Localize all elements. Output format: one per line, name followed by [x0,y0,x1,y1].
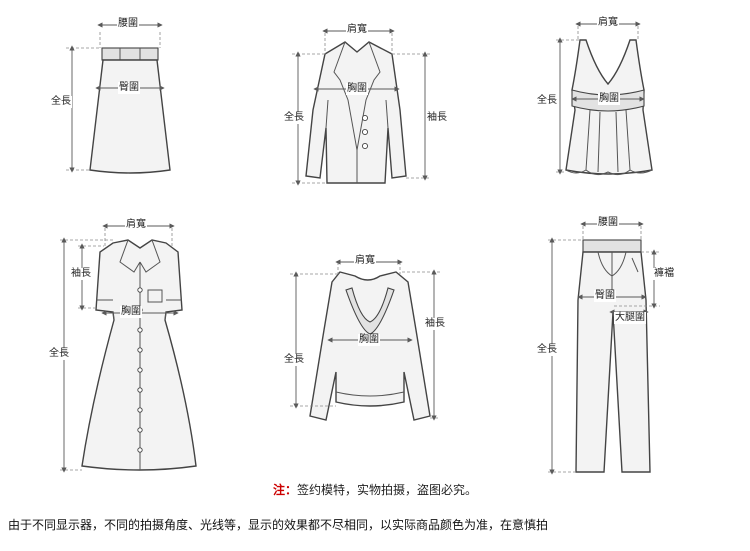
dress-length-label: 全長 [48,348,70,360]
sweater-shoulder-label: 肩寬 [354,255,376,267]
sweater-chest-label: 胸圍 [358,334,380,346]
dress-illustration [60,223,197,473]
camisole-length-label: 全長 [536,95,558,107]
color-disclaimer: 由于不同显示器，不同的拍摄角度、光线等，显示的效果都不尽相同，以实际商品颜色为准… [8,518,549,532]
blazer-shoulder-label: 肩寬 [346,24,368,36]
note-mark: 注： [272,483,297,497]
camisole-chest-label: 胸圍 [598,93,620,105]
skirt-illustration [66,22,171,174]
pants-thigh-label: 大腿圍 [614,312,646,324]
pants-rise-label: 褲襠 [653,268,675,280]
pants-waist-label: 腰圍 [597,217,619,229]
dress-sleeve-label: 袖長 [70,268,92,280]
dress-shoulder-label: 肩寬 [125,219,147,231]
note-text: 签约模特，实物拍摄，盗图必究。 [297,483,478,497]
blazer-chest-label: 胸圍 [346,83,368,95]
pants-hip-label: 臀圍 [594,290,616,302]
dress-chest-label: 胸圍 [120,306,142,318]
copyright-note: 注：签约模特，实物拍摄，盗图必究。 [0,482,750,498]
blazer-length-label: 全長 [283,112,305,124]
pants-length-label: 全長 [536,344,558,356]
skirt-length-label: 全長 [50,96,72,108]
skirt-waist-label: 腰圍 [117,18,139,30]
blazer-illustration [292,28,430,186]
sweater-length-label: 全長 [283,354,305,366]
blazer-sleeve-label: 袖長 [426,112,448,124]
camisole-shoulder-label: 肩寬 [597,17,619,29]
sweater-sleeve-label: 袖長 [424,318,446,330]
skirt-hip-label: 臀圍 [118,82,140,94]
sweater-illustration [290,259,440,421]
pants-illustration [548,221,660,475]
